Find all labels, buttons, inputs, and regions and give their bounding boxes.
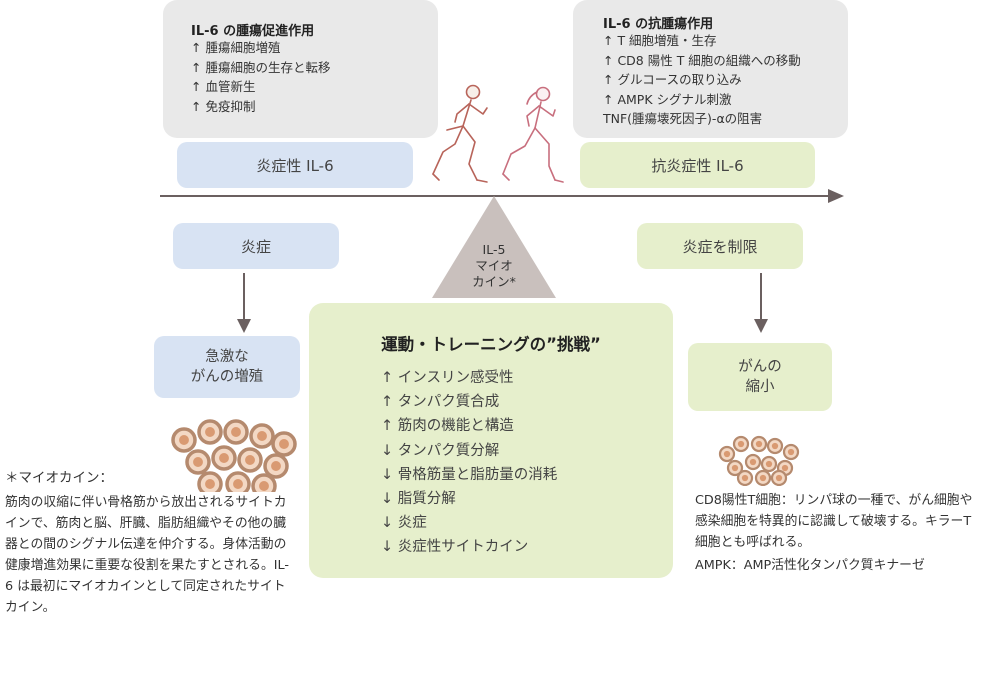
rapid-cancer-growth-label: 急激な がんの増殖 bbox=[190, 349, 264, 385]
exercise-challenge-box: 運動・トレーニングの”挑戦” ↑ インスリン感受性 ↑ タンパク質合成 ↑ 筋肉… bbox=[309, 303, 673, 578]
list-item: ↑ T 細胞増殖・生存 bbox=[603, 33, 717, 48]
tumor-cells-large-icon bbox=[171, 419, 297, 492]
tumor-cell-nucleus bbox=[219, 453, 229, 463]
anti-tumor-list: ↑ T 細胞増殖・生存 ↑ CD8 陽性 T 細胞の組織への移動 ↑ グルコース… bbox=[603, 31, 801, 129]
list-item: ↑ 腫瘍細胞増殖 bbox=[191, 40, 281, 55]
tumor-cell-nucleus bbox=[759, 474, 767, 482]
tumor-cell-nucleus bbox=[259, 481, 269, 491]
tumor-cell-nucleus bbox=[781, 464, 789, 472]
running-man-icon bbox=[432, 84, 488, 183]
tumor-cell-nucleus bbox=[257, 431, 267, 441]
tumor-cell-nucleus bbox=[723, 450, 731, 458]
tumor-cell-nucleus bbox=[771, 442, 779, 450]
tumor-cell-nucleus bbox=[205, 427, 215, 437]
cd8-note: CD8陽性T細胞：リンパ球の一種で、がん細胞や感染細胞を特異的に認識して破壊する… bbox=[695, 493, 973, 550]
cancer-shrink-box: がんの 縮小 bbox=[688, 343, 832, 411]
tumor-cell-nucleus bbox=[749, 458, 757, 466]
list-item: ↑ グルコースの取り込み bbox=[603, 72, 742, 87]
anti-tumor-box: IL-6 の抗腫瘍作用 ↑ T 細胞増殖・生存 ↑ CD8 陽性 T 細胞の組織… bbox=[573, 0, 848, 138]
list-item: ↑ 腫瘍細胞の生存と転移 bbox=[191, 59, 331, 75]
myokine-label: IL-5 マイオ カイン* bbox=[472, 242, 516, 289]
list-item: ↑ 免疫抑制 bbox=[191, 98, 256, 114]
tumor-promoting-title: IL-6 の腫瘍促進作用 bbox=[191, 24, 315, 39]
inflammatory-il6-pill: 炎症性 IL-6 bbox=[177, 142, 413, 188]
tumor-cell-nucleus bbox=[271, 461, 281, 471]
running-woman-icon bbox=[502, 86, 564, 183]
list-item: ↓ 炎症 bbox=[381, 515, 427, 532]
rapid-cancer-growth-box: 急激な がんの増殖 bbox=[154, 336, 300, 398]
tumor-cells-small-icon bbox=[718, 435, 800, 486]
tumor-cell-nucleus bbox=[193, 457, 203, 467]
tumor-cell-nucleus bbox=[279, 439, 289, 449]
tumor-cell-nucleus bbox=[765, 460, 773, 468]
tumor-cell-nucleus bbox=[775, 474, 783, 482]
list-item: ↓ 炎症性サイトカイン bbox=[381, 539, 529, 556]
tumor-cell-nucleus bbox=[231, 427, 241, 437]
tumor-cell-nucleus bbox=[233, 479, 243, 489]
inflammation-box: 炎症 bbox=[173, 223, 339, 269]
tumor-promoting-box: IL-6 の腫瘍促進作用 ↑ 腫瘍細胞増殖 ↑ 腫瘍細胞の生存と転移 ↑ 血管新… bbox=[163, 0, 438, 138]
list-item: ↓ 脂質分解 bbox=[381, 491, 456, 508]
list-item: ↑ タンパク質合成 bbox=[381, 394, 500, 411]
tumor-cell-nucleus bbox=[741, 474, 749, 482]
limit-inflammation-box: 炎症を制限 bbox=[637, 223, 803, 269]
tumor-cell-nucleus bbox=[245, 455, 255, 465]
list-item: ↑ 筋肉の機能と構造 bbox=[381, 418, 514, 435]
list-item: ↑ インスリン感受性 bbox=[381, 370, 514, 386]
tumor-cell-nucleus bbox=[737, 440, 745, 448]
list-item: ↑ CD8 陽性 T 細胞の組織への移動 bbox=[603, 52, 801, 68]
cancer-shrink-label: がんの 縮小 bbox=[738, 359, 782, 395]
axis-arrow bbox=[160, 189, 844, 203]
list-item: ↑ AMPK シグナル刺激 bbox=[603, 91, 732, 107]
tumor-cell-nucleus bbox=[755, 440, 763, 448]
anti-tumor-title: IL-6 の抗腫瘍作用 bbox=[603, 17, 714, 32]
down-arrow-left bbox=[237, 273, 251, 333]
myokine-triangle bbox=[432, 196, 556, 298]
down-arrow-right bbox=[754, 273, 768, 333]
anti-inflammatory-il6-pill: 抗炎症性 IL-6 bbox=[580, 142, 815, 188]
challenge-list: ↑ インスリン感受性 ↑ タンパク質合成 ↑ 筋肉の機能と構造 ↓ タンパク質分… bbox=[381, 366, 557, 560]
tumor-cell-nucleus bbox=[787, 448, 795, 456]
myokine-note: ＊マイオカイン： 筋肉の収縮に伴い骨格筋から放出されるサイトカインで、筋肉と脳、… bbox=[5, 468, 293, 618]
tumor-promoting-list: ↑ 腫瘍細胞増殖 ↑ 腫瘍細胞の生存と転移 ↑ 血管新生 ↑ 免疫抑制 bbox=[191, 38, 330, 116]
myokine-note-body: 筋肉の収縮に伴い骨格筋から放出されるサイトカインで、筋肉と脳、肝臓、脂肪組織やそ… bbox=[5, 495, 290, 615]
list-item: ↑ 血管新生 bbox=[191, 79, 256, 94]
tumor-cell-nucleus bbox=[731, 464, 739, 472]
tumor-cell-nucleus bbox=[205, 479, 215, 489]
tumor-cell-nucleus bbox=[179, 435, 189, 445]
ampk-note: AMPK：AMP活性化タンパク質キナーゼ bbox=[695, 558, 925, 573]
list-item: ↓ タンパク質分解 bbox=[381, 442, 500, 459]
list-item: ↓ 骨格筋量と脂肪量の消耗 bbox=[381, 466, 558, 483]
challenge-title: 運動・トレーニングの”挑戦” bbox=[381, 335, 601, 354]
list-item: TNF(腫瘍壊死因子)-αの阻害 bbox=[603, 111, 763, 126]
myokine-note-heading: ＊マイオカイン： bbox=[5, 470, 113, 486]
